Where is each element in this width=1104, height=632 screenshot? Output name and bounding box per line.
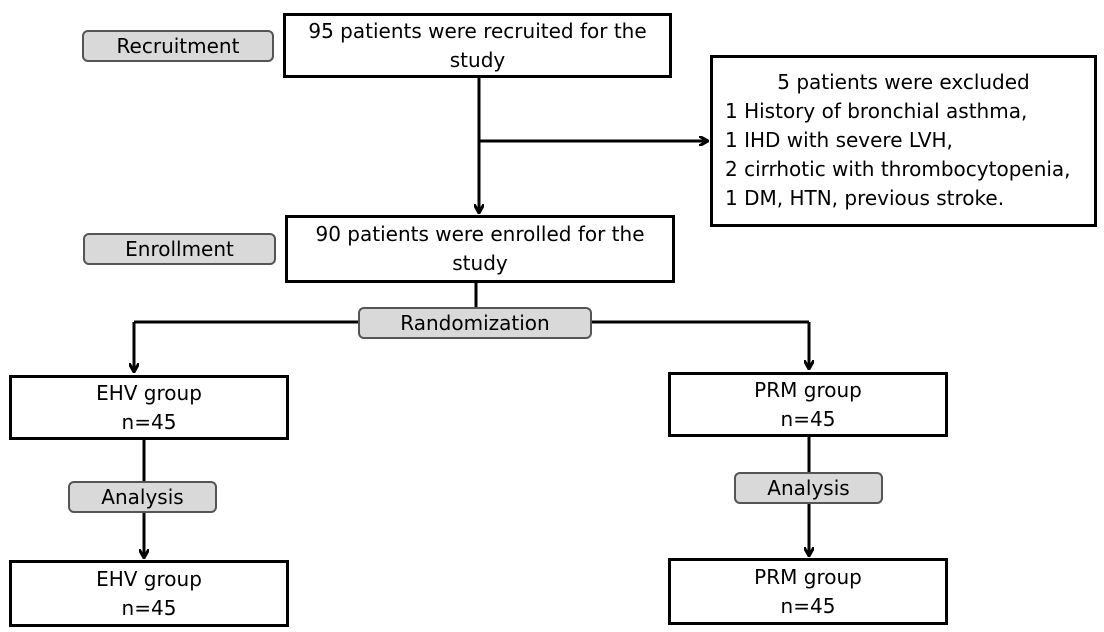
group-name: PRM group — [754, 377, 862, 402]
stage-label-text: Analysis — [767, 476, 850, 500]
enrolled-box: 90 patients were enrolled for the study — [285, 215, 675, 283]
group-name: EHV group — [96, 380, 202, 405]
group-name: PRM group — [754, 564, 862, 589]
stage-label-recruitment: Recruitment — [82, 30, 274, 62]
stage-label-analysis-left: Analysis — [68, 481, 217, 513]
prm-group-allocation-box: PRM group n=45 — [668, 372, 948, 437]
excluded-item: 1 History of bronchial asthma, — [725, 99, 1028, 123]
excluded-item: 2 cirrhotic with thrombocytopenia, — [725, 157, 1071, 181]
stage-label-text: Analysis — [101, 485, 184, 509]
stage-label-enrollment: Enrollment — [83, 233, 276, 265]
stage-label-text: Recruitment — [116, 34, 240, 58]
group-count: n=45 — [121, 409, 177, 434]
enrolled-line-1: 90 patients were enrolled for the — [315, 222, 645, 246]
ehv-group-allocation-box: EHV group n=45 — [9, 375, 289, 440]
excluded-box: 5 patients were excluded 1 History of br… — [710, 55, 1097, 227]
prm-group-analysis-box: PRM group n=45 — [668, 558, 948, 625]
group-count: n=45 — [780, 406, 836, 431]
excluded-item: 1 DM, HTN, previous stroke. — [725, 186, 1005, 210]
recruited-line-2: study — [449, 47, 506, 72]
stage-label-randomization: Randomization — [358, 307, 592, 339]
stage-label-text: Randomization — [400, 311, 550, 335]
ehv-group-analysis-box: EHV group n=45 — [9, 560, 289, 627]
stage-label-analysis-right: Analysis — [734, 472, 883, 504]
group-name: EHV group — [96, 566, 202, 591]
excluded-item: 1 IHD with severe LVH, — [725, 128, 953, 152]
stage-label-text: Enrollment — [125, 237, 234, 261]
enrolled-line-2: study — [452, 251, 508, 275]
recruited-line-1: 95 patients were recruited for the — [308, 18, 647, 43]
group-count: n=45 — [121, 595, 177, 620]
group-count: n=45 — [780, 593, 836, 618]
excluded-title: 5 patients were excluded — [777, 70, 1030, 94]
recruited-box: 95 patients were recruited for the study — [283, 13, 672, 78]
